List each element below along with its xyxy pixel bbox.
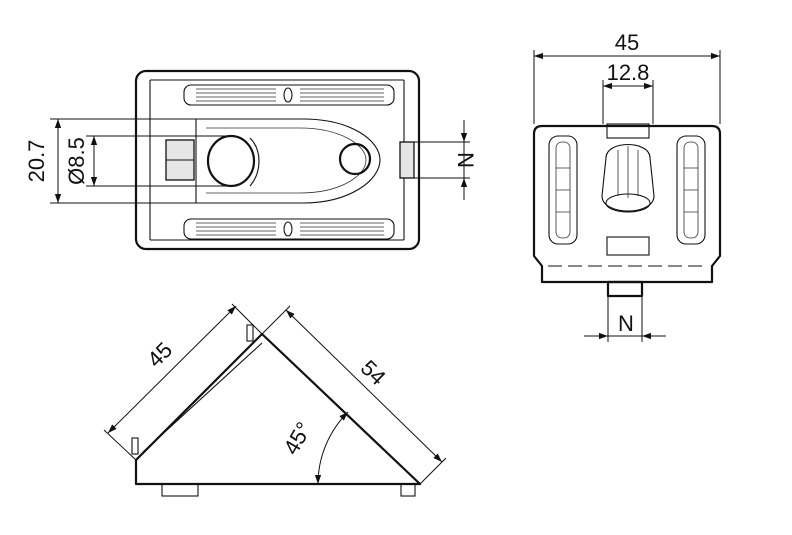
countersunk-bore (206, 134, 256, 188)
tab-top (246, 324, 254, 342)
dim-slot-side-label: N (618, 311, 634, 336)
side-rib-left (548, 135, 578, 245)
dim-bore-label: Ø8.5 (64, 137, 89, 185)
center-pocket-inner (206, 127, 367, 194)
bottom-key (606, 236, 650, 256)
triangle-outline (134, 332, 422, 486)
dim-slot-top-label: N (453, 152, 478, 168)
dim-inner-label: 12.8 (607, 60, 650, 85)
dim-height-label: 20.7 (24, 140, 49, 183)
dim-width-label: 45 (615, 30, 639, 55)
dim-hyp: 54 (261, 305, 447, 485)
tab-left (131, 437, 139, 455)
slot-tab (606, 280, 644, 298)
top-view: 20.7 Ø8.5 N (24, 69, 478, 251)
dim-width: 45 (533, 30, 721, 124)
top-rib-upper (183, 84, 395, 106)
dim-bore: Ø8.5 (64, 135, 231, 187)
top-rib-lower (183, 218, 395, 240)
side-view: 45 12.8 N (532, 30, 722, 342)
dim-slot-side: N (584, 296, 666, 342)
dim-angle-label: 45° (278, 418, 316, 459)
side-rib-right (676, 135, 706, 245)
dim-leg: 45 (103, 303, 263, 461)
dim-height: 20.7 (24, 118, 196, 204)
triangle-view: 45 54 45° (103, 303, 447, 497)
top-view-outline (134, 69, 421, 251)
foot-right (400, 483, 416, 497)
dim-slot-top: N (414, 120, 478, 200)
bore-chamfer (249, 137, 260, 187)
side-view-outline (532, 124, 722, 284)
dim-hyp-label: 54 (356, 355, 391, 390)
dim-inner: 12.8 (602, 60, 654, 124)
dim-angle: 45° (278, 411, 349, 485)
slot-key-right (399, 141, 415, 179)
top-key (606, 123, 650, 139)
center-pocket (195, 118, 381, 204)
side-screw-boss (601, 123, 655, 256)
foot-left (161, 483, 199, 497)
locating-pin (338, 142, 372, 176)
dim-leg-label: 45 (142, 337, 177, 372)
